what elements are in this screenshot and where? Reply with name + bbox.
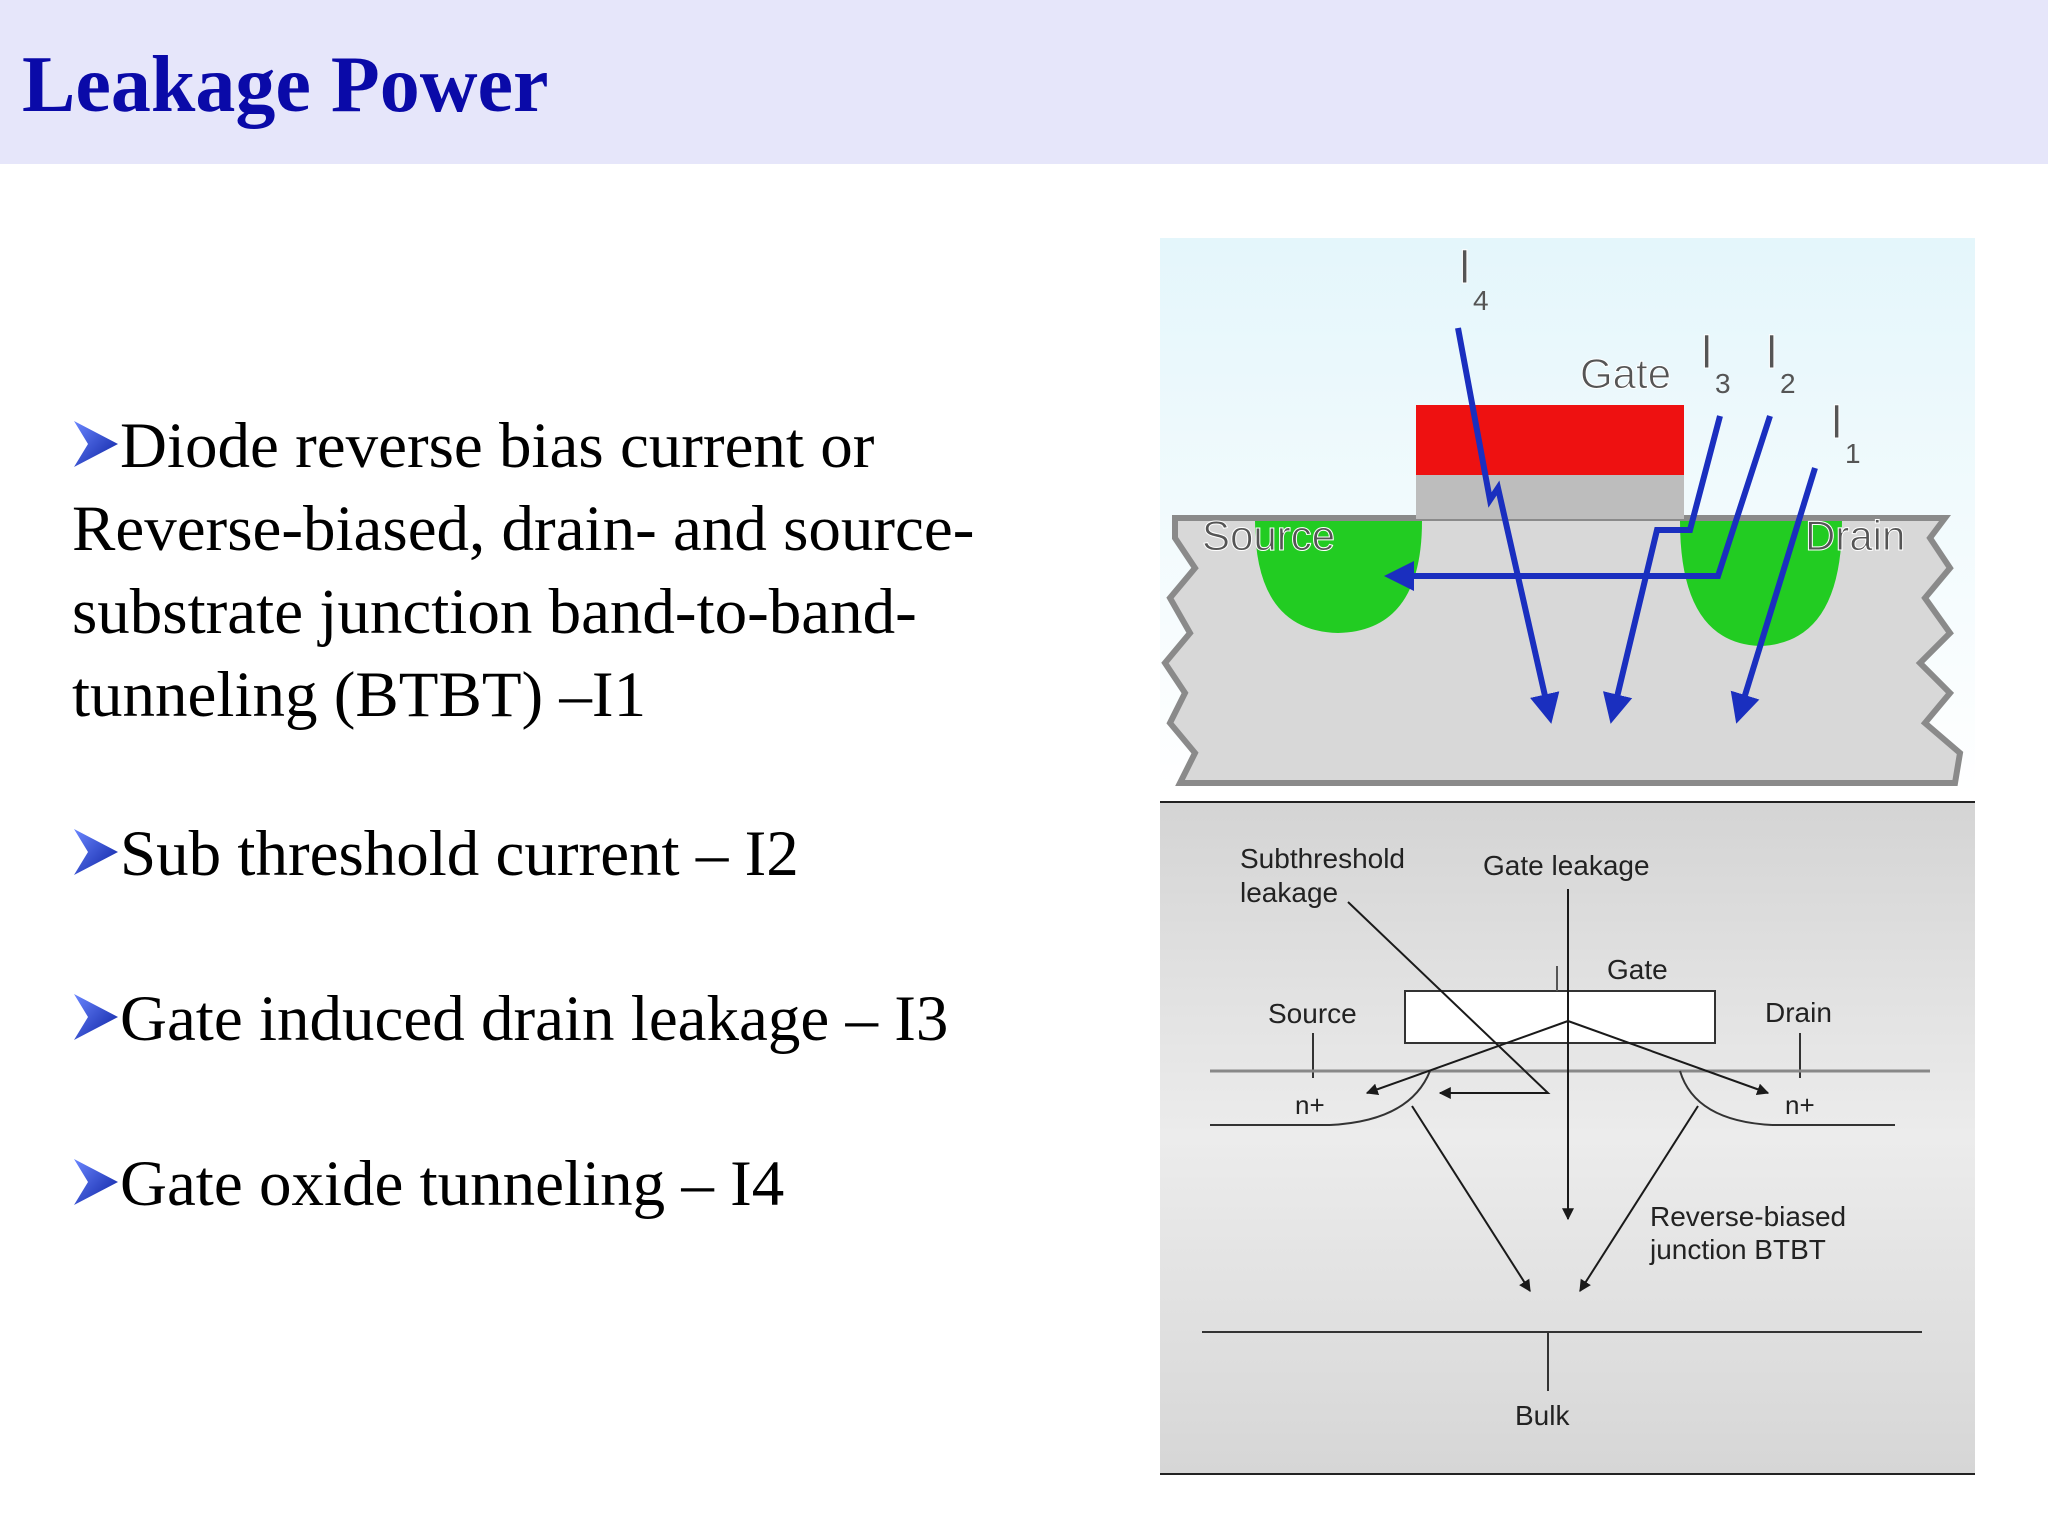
subthreshold-label-line2: leakage (1240, 877, 1338, 908)
arrow-bullet-icon (72, 990, 120, 1042)
i4-current-arrow (1455, 327, 1560, 724)
bullet-text: Gate oxide tunneling – I4 (120, 1148, 785, 1220)
subthreshold-label-line1: Subthreshold (1240, 843, 1405, 874)
bullet-item: Diode reverse bias current or Reverse-bi… (72, 405, 1072, 737)
svg-text:2: 2 (1780, 368, 1796, 399)
subthreshold-leakage-arrow (1347, 901, 1551, 1099)
svg-text:I: I (1765, 326, 1778, 379)
btbt-drain-arrow (1579, 1105, 1699, 1293)
slide-title: Leakage Power (22, 41, 549, 129)
bullet-list: Diode reverse bias current or Reverse-bi… (72, 405, 1072, 1226)
leakage-schematic-figure: Subthreshold leakage Gate leakage Gate S… (1160, 801, 1975, 1475)
svg-text:4: 4 (1473, 285, 1489, 316)
current-label-i3: I 3 (1700, 326, 1731, 400)
bullet-text: Gate induced drain leakage – I3 (120, 983, 949, 1055)
title-bar: Leakage Power (0, 0, 2048, 164)
svg-text:3: 3 (1715, 368, 1731, 399)
source-label: Source (1268, 998, 1357, 1029)
gate-to-source-arrow (1365, 1020, 1569, 1096)
svg-text:I: I (1700, 326, 1713, 379)
arrow-bullet-icon (72, 825, 120, 877)
svg-text:1: 1 (1845, 438, 1861, 469)
bullet-text: Sub threshold current – I2 (120, 818, 799, 890)
i3-current-arrow (1602, 415, 1723, 724)
drain-label: Drain (1765, 997, 1832, 1028)
current-label-i2: I 2 (1765, 326, 1796, 400)
i2-current-arrow (1384, 415, 1773, 591)
gate-label: Gate (1607, 954, 1668, 985)
bullet-item: Gate induced drain leakage – I3 (72, 978, 1072, 1061)
gate-oxide (1416, 475, 1684, 519)
gate-poly (1416, 405, 1684, 475)
arrow-bullet-icon (72, 1155, 120, 1207)
n-plus-right-label: n+ (1785, 1090, 1815, 1120)
drain-label: Drain (1805, 512, 1905, 559)
i1-current-arrow (1730, 467, 1818, 724)
bulk-label: Bulk (1515, 1400, 1570, 1431)
reverse-biased-label-line1: Reverse-biased (1650, 1201, 1846, 1232)
gate-box (1404, 990, 1716, 1044)
gate-to-drain-arrow (1567, 1020, 1770, 1095)
svg-text:I: I (1458, 241, 1471, 294)
current-label-i1: I 1 (1830, 396, 1861, 470)
svg-text:I: I (1830, 396, 1843, 449)
source-label: Source (1202, 512, 1335, 559)
n-plus-left-label: n+ (1295, 1090, 1325, 1120)
bullet-text: Diode reverse bias current or Reverse-bi… (72, 410, 975, 731)
drain-diffusion (1680, 521, 1842, 646)
source-diffusion (1255, 521, 1422, 633)
bullet-item: Gate oxide tunneling – I4 (72, 1143, 1072, 1226)
bullet-item: Sub threshold current – I2 (72, 813, 1072, 896)
btbt-source-arrow (1411, 1105, 1531, 1293)
gate-leakage-label: Gate leakage (1483, 850, 1650, 881)
reverse-biased-label-line2: junction BTBT (1649, 1234, 1826, 1265)
current-label-i4: I 4 (1458, 241, 1489, 317)
transistor-cross-section-figure: Gate Source Drain I 4 I 3 I 2 I 1 (1160, 238, 1975, 798)
gate-label: Gate (1580, 350, 1671, 397)
arrow-bullet-icon (72, 417, 120, 469)
